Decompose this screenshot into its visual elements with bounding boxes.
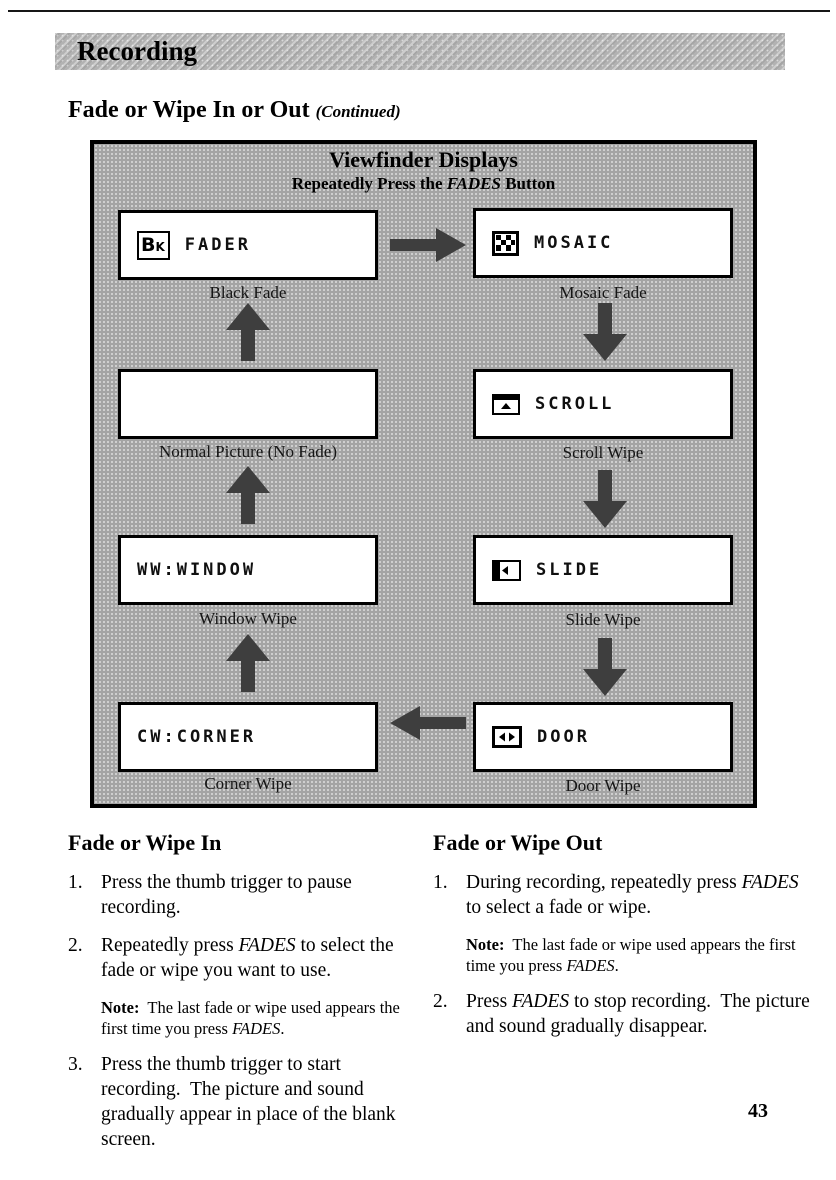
fades-keyword: FADES <box>238 934 296 956</box>
note-text-pre: The last fade or wipe used appears the f… <box>101 997 404 1039</box>
fades-keyword: FADES <box>512 990 570 1012</box>
fade-in-heading: Fade or Wipe In <box>68 830 222 855</box>
top-rule <box>8 10 830 12</box>
arrow-down-icon <box>583 303 627 361</box>
chapter-title: Recording <box>77 36 197 66</box>
slide-icon <box>492 559 521 581</box>
diagram-subtitle-pre: Repeatedly Press the <box>291 174 447 193</box>
diagram-title: Viewfinder Displays <box>329 147 518 172</box>
step-text-post: to select a fade or wipe. <box>466 872 804 918</box>
step-text: Press FADES to stop recording. The pictu… <box>466 990 815 1040</box>
bk-icon-letter-k: K <box>155 239 165 254</box>
arrow-down-icon <box>583 470 627 528</box>
step-text-post: to select the fade or wipe you want to u… <box>101 934 399 981</box>
display-label-slide: SLIDE <box>536 560 603 580</box>
diagram-subtitle-fades: FADES <box>446 174 501 193</box>
scroll-icon <box>492 393 520 415</box>
caption-normal-picture: Normal Picture (No Fade) <box>159 442 337 461</box>
fade-out-step-2: 2. Press FADES to stop recording. The pi… <box>433 990 815 1040</box>
page-number: 43 <box>748 1100 768 1122</box>
page-title-continued: (Continued) <box>315 102 401 121</box>
note-label: Note: <box>101 997 140 1017</box>
fades-keyword: FADES <box>232 1019 281 1039</box>
arrow-up-icon <box>226 303 270 361</box>
arrow-up-icon <box>226 466 270 524</box>
fade-out-heading: Fade or Wipe Out <box>433 830 603 855</box>
fade-or-wipe-out-section: Fade or Wipe Out 1. During recording, re… <box>433 830 815 1053</box>
step-number: 1. <box>68 872 83 893</box>
caption-corner-wipe: Corner Wipe <box>204 774 292 793</box>
display-box-window: WW:WINDOW <box>118 535 378 605</box>
caption-mosaic-fade: Mosaic Fade <box>559 283 647 302</box>
step-number: 2. <box>433 990 448 1012</box>
arrow-down-icon <box>583 638 627 696</box>
display-label-window: WW:WINDOW <box>137 560 257 580</box>
display-box-door: DOOR <box>473 702 733 772</box>
step-text-pre: During recording, repeatedly press <box>466 872 742 893</box>
display-box-slide: SLIDE <box>473 535 733 605</box>
fade-in-step-1: 1. Press the thumb trigger to pause reco… <box>68 871 418 921</box>
note-text-post: . <box>614 956 619 976</box>
display-box-normal <box>118 369 378 439</box>
step-number: 1. <box>433 872 448 893</box>
step-text-post: to stop recording. The picture and sound… <box>466 990 815 1037</box>
step-number: 3. <box>68 1053 83 1075</box>
arrow-up-icon <box>226 634 270 692</box>
viewfinder-displays-diagram: Viewfinder Displays Repeatedly Press the… <box>90 140 757 808</box>
fades-keyword: FADES <box>741 872 799 893</box>
caption-slide-wipe: Slide Wipe <box>565 610 641 629</box>
step-text: Press the thumb trigger to pause recordi… <box>101 872 357 918</box>
fade-in-step-2: 2. Repeatedly press FADES to select the … <box>68 934 418 984</box>
page-title: Fade or Wipe In or Out (Continued) <box>68 97 401 124</box>
step-text-pre: Repeatedly press <box>101 934 239 956</box>
page-title-text: Fade or Wipe In or Out <box>68 97 316 123</box>
fade-out-step-1: 1. During recording, repeatedly press FA… <box>433 871 815 921</box>
fade-in-note: Note: The last fade or wipe used appears… <box>101 997 418 1040</box>
display-box-corner: CW:CORNER <box>118 702 378 772</box>
display-box-mosaic: MOSAIC <box>473 208 733 278</box>
step-text-pre: Press <box>466 990 513 1012</box>
fade-or-wipe-in-section: Fade or Wipe In 1. Press the thumb trigg… <box>68 830 418 1166</box>
caption-window-wipe: Window Wipe <box>199 609 297 628</box>
display-label-mosaic: MOSAIC <box>534 233 614 253</box>
note-label: Note: <box>466 934 505 954</box>
note-text-pre: The last fade or wipe used appears the f… <box>466 934 800 976</box>
display-label-corner: CW:CORNER <box>137 727 257 747</box>
caption-black-fade: Black Fade <box>209 283 287 302</box>
chapter-header-bar: Recording <box>55 33 785 70</box>
step-text: Repeatedly press FADES to select the fad… <box>101 934 418 984</box>
display-box-fader: BK FADER <box>118 210 378 280</box>
arrow-left-icon <box>390 706 466 740</box>
arrow-right-icon <box>390 228 466 262</box>
bk-icon-letter-b: B <box>141 233 156 256</box>
display-label-scroll: SCROLL <box>535 394 615 414</box>
fade-in-step-3: 3. Press the thumb trigger to start reco… <box>68 1053 418 1153</box>
door-icon <box>492 726 522 748</box>
caption-door-wipe: Door Wipe <box>565 776 641 795</box>
display-label-fader: FADER <box>184 235 251 255</box>
display-label-door: DOOR <box>537 727 590 747</box>
diagram-subtitle: Repeatedly Press the FADES Button <box>94 174 753 194</box>
bk-fader-icon: BK <box>137 230 170 260</box>
note-text-post: . <box>280 1019 285 1039</box>
fades-keyword: FADES <box>566 956 615 976</box>
caption-scroll-wipe: Scroll Wipe <box>562 443 644 462</box>
diagram-subtitle-post: Button <box>500 174 556 193</box>
mosaic-icon <box>492 230 519 256</box>
fade-out-note: Note: The last fade or wipe used appears… <box>466 934 815 977</box>
step-number: 2. <box>68 934 83 956</box>
display-box-scroll: SCROLL <box>473 369 733 439</box>
step-text: During recording, repeatedly press FADES… <box>466 871 815 921</box>
step-text: Press the thumb trigger to start recordi… <box>101 1053 401 1150</box>
